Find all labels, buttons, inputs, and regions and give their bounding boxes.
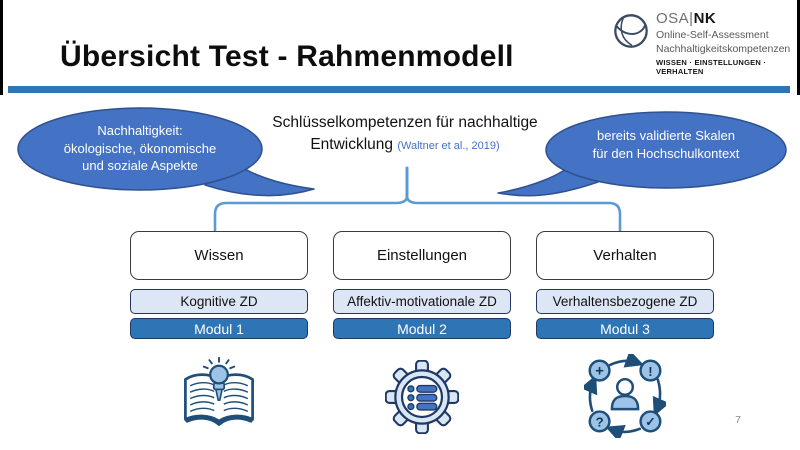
einstellungen-box: Einstellungen (333, 231, 511, 280)
page-number: 7 (735, 415, 741, 426)
right-edge-bar (797, 0, 800, 95)
exclamation-symbol: ! (648, 364, 652, 379)
gear-checklist-icon (385, 360, 459, 434)
brace-right (405, 194, 622, 234)
verhalten-box: Verhalten (536, 231, 714, 280)
person-cycle-icon: + ! ? ✓ (584, 354, 666, 438)
globe-icon (614, 14, 648, 48)
modul-2-bar: Modul 2 (333, 318, 511, 339)
logo-name-osa: OSA| (656, 10, 694, 27)
logo-tagline-1: Online-Self-Assessment (656, 29, 769, 41)
logo-keywords: WISSEN · EINSTELLUNGEN · VERHALTEN (656, 58, 767, 77)
title-underline (8, 86, 790, 93)
page-title: Übersicht Test - Rahmenmodell (60, 40, 514, 73)
column-einstellungen: Einstellungen Affektiv-motivationale ZD … (333, 231, 511, 339)
heading-text: Schlüsselkompetenzen für nachhaltige Ent… (272, 114, 538, 154)
logo-tagline-2: Nachhaltigkeitskompetenzen (656, 42, 791, 55)
einstellungen-zd-box: Affektiv-motivationale ZD (333, 289, 511, 314)
wissen-zd-box: Kognitive ZD (130, 289, 308, 314)
verhalten-zd-box: Verhaltensbezogene ZD (536, 289, 714, 314)
left-edge-bar (0, 0, 3, 95)
modul-1-bar: Modul 1 (130, 318, 308, 339)
logo-name-nk: NK (693, 10, 717, 27)
book-lightbulb-icon (184, 356, 254, 427)
check-symbol: ✓ (645, 415, 655, 429)
diagram-heading: Schlüsselkompetenzen für nachhaltige Ent… (245, 112, 565, 157)
right-bubble (545, 111, 787, 189)
heading-citation: (Waltner et al., 2019) (397, 140, 500, 153)
column-wissen: Wissen Kognitive ZD Modul 1 (130, 231, 308, 339)
plus-symbol: + (595, 363, 604, 379)
wissen-box: Wissen (130, 231, 308, 280)
left-bubble-text: Nachhaltigkeit: ökologische, ökonomische… (63, 123, 217, 174)
brace-left (213, 194, 409, 234)
question-symbol: ? (596, 415, 604, 430)
right-bubble-text: bereits validierte Skalen für den Hochsc… (592, 128, 740, 161)
left-bubble (17, 107, 263, 191)
column-verhalten: Verhalten Verhaltensbezogene ZD Modul 3 (536, 231, 714, 339)
logo-name: OSA|NK (656, 10, 800, 27)
modul-3-bar: Modul 3 (536, 318, 714, 339)
